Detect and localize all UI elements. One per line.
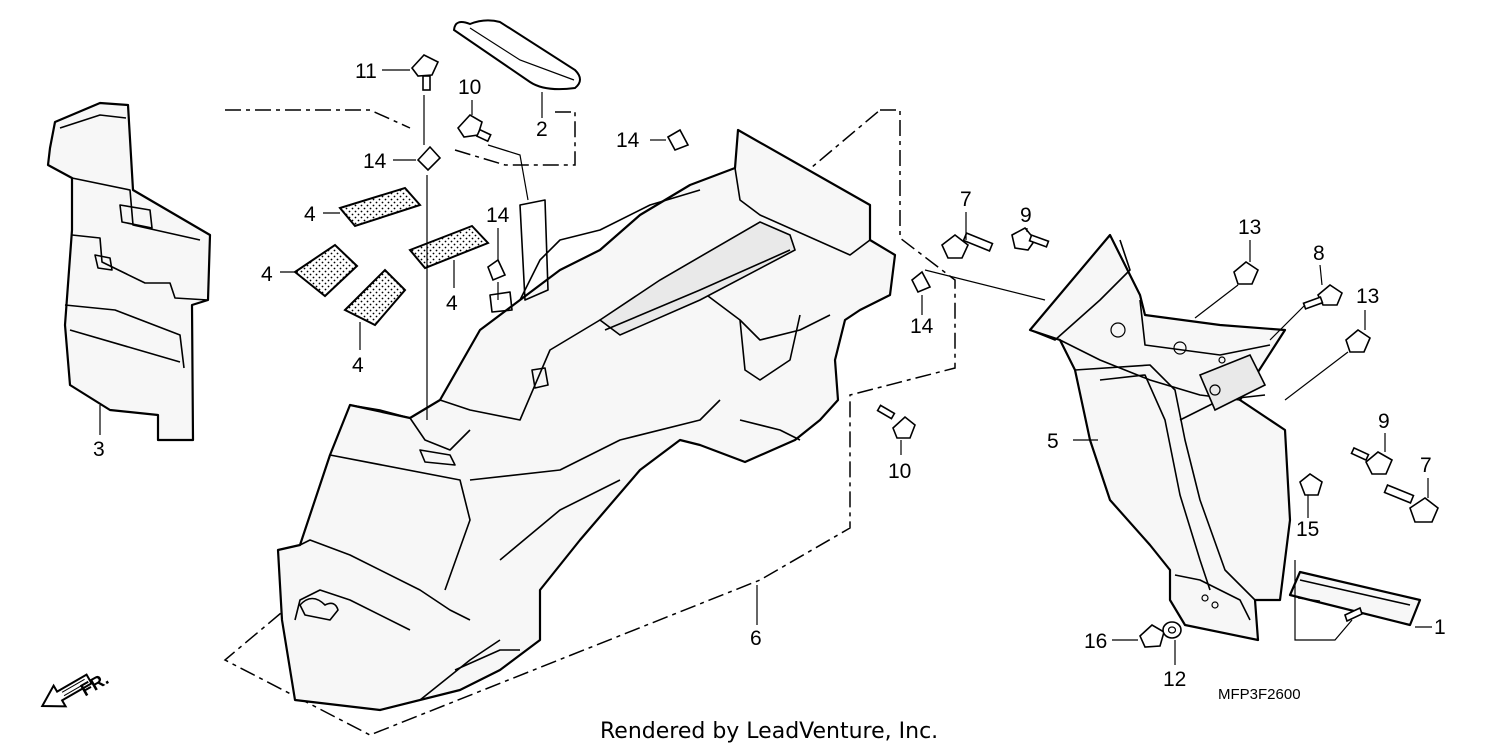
credit-text: Rendered by LeadVenture, Inc. xyxy=(600,719,938,744)
front-direction-arrow xyxy=(40,673,93,708)
assembly-group-outline xyxy=(223,109,956,736)
front-marker-label: FR. xyxy=(77,668,112,700)
diagram-code: MFP3F2600 xyxy=(1218,686,1301,703)
callout-14-right: 14 xyxy=(910,315,934,338)
callout-6: 6 xyxy=(750,627,762,650)
callout-14-mid: 14 xyxy=(486,204,510,227)
callout-2: 2 xyxy=(536,118,548,141)
nut-part-16 xyxy=(1139,624,1165,648)
callout-8: 8 xyxy=(1313,242,1325,265)
clip-nut-part-14-d xyxy=(910,270,932,294)
inner-panel-part-3 xyxy=(46,101,212,442)
clip-nut-part-14-a xyxy=(416,145,442,172)
callout-13-lower: 13 xyxy=(1356,285,1379,308)
callout-4-top: 4 xyxy=(304,203,316,226)
bolt-part-10-upper xyxy=(456,113,492,143)
callout-4-left: 4 xyxy=(261,263,273,286)
bolt-part-9-left xyxy=(1011,226,1050,251)
callout-4-mid: 4 xyxy=(446,292,458,315)
nut-part-13-upper xyxy=(1233,261,1259,285)
pad-part-4-mid xyxy=(408,224,490,270)
bolt-part-10-lower xyxy=(876,404,916,439)
clip-nut-part-14-b xyxy=(666,128,690,151)
bolt-part-7-left xyxy=(941,232,994,259)
callout-7-right: 7 xyxy=(1420,454,1432,477)
callout-14-left: 14 xyxy=(363,150,387,173)
callout-15: 15 xyxy=(1296,518,1319,541)
callout-16: 16 xyxy=(1084,630,1107,653)
pad-part-4-low xyxy=(343,268,407,327)
callout-11: 11 xyxy=(355,60,377,83)
gasket-part-2 xyxy=(452,19,581,91)
reflector-part-1 xyxy=(1288,570,1422,627)
clip-nut-part-14-c xyxy=(487,258,507,282)
callout-4-low: 4 xyxy=(352,354,364,377)
flange-bolt-part-11 xyxy=(410,54,440,91)
callout-9-left: 9 xyxy=(1020,204,1032,227)
callout-10-lower: 10 xyxy=(888,460,911,483)
pad-part-4-top xyxy=(338,186,422,228)
washer-part-12 xyxy=(1162,621,1182,639)
pad-part-4-left xyxy=(293,243,359,298)
callout-1: 1 xyxy=(1434,616,1446,639)
clip-part-15 xyxy=(1299,473,1323,496)
bolt-part-8 xyxy=(1302,284,1343,310)
callout-9-right: 9 xyxy=(1378,410,1390,433)
bolt-part-7-right xyxy=(1383,484,1439,523)
callout-12: 12 xyxy=(1163,668,1186,691)
callout-14-top: 14 xyxy=(616,129,640,152)
callout-5: 5 xyxy=(1047,430,1059,453)
callout-3: 3 xyxy=(93,438,105,461)
leader-lines xyxy=(99,69,1432,665)
mudguard-part-5 xyxy=(1028,233,1292,642)
rear-fender-part-6 xyxy=(276,128,897,712)
bolt-part-9-right xyxy=(1350,446,1394,475)
nut-part-13-lower xyxy=(1345,329,1371,353)
callout-13-upper: 13 xyxy=(1238,216,1261,239)
callout-10-upper: 10 xyxy=(458,76,481,99)
callout-7-left: 7 xyxy=(960,188,972,211)
